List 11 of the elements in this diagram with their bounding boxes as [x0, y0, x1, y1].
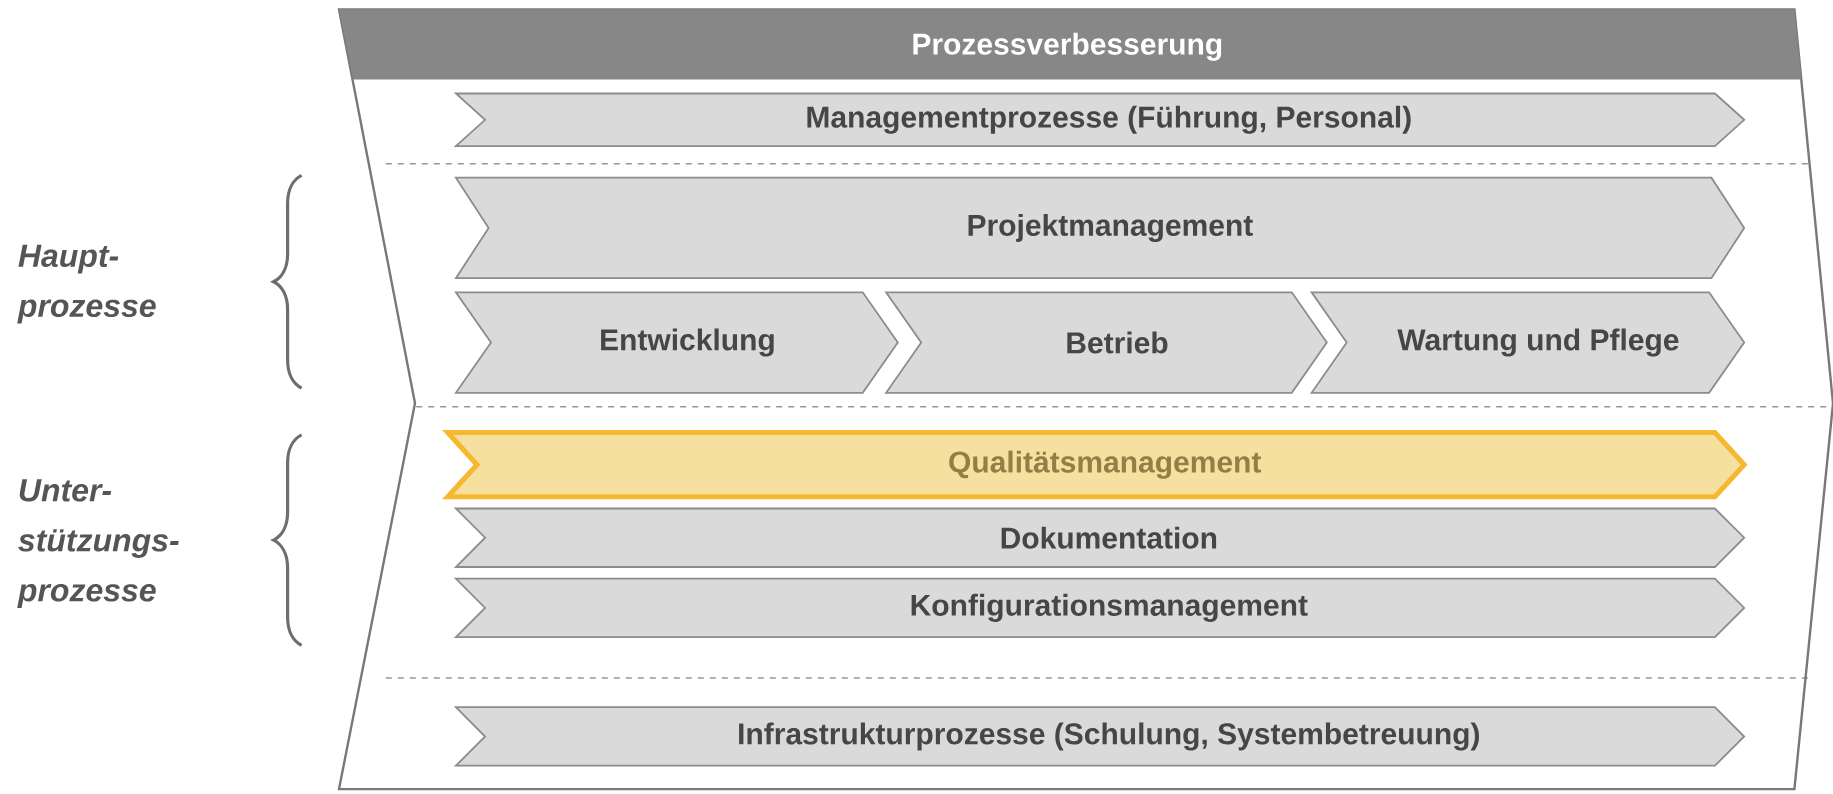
chevron-band: Wartung und Pflege [1309, 291, 1746, 394]
chevron-band: Managementprozesse (Führung, Personal) [453, 92, 1746, 147]
chevron-band: Projektmanagement [454, 176, 1746, 280]
chevron-band: Betrieb [884, 291, 1328, 394]
chevron-band: Konfigurationsmanagement [453, 577, 1746, 638]
group-label: Haupt- prozesse [17, 244, 156, 324]
chevron-band: Infrastrukturprozesse (Schulung, Systembetreuung) [453, 706, 1746, 767]
chevron-band: Qualitätsmanagement [442, 430, 1748, 500]
chevron-band: Dokumentation [453, 507, 1746, 568]
chevron-band: Entwicklung [454, 291, 899, 394]
group-label: Unter- stützungs- prozesse [17, 479, 179, 608]
